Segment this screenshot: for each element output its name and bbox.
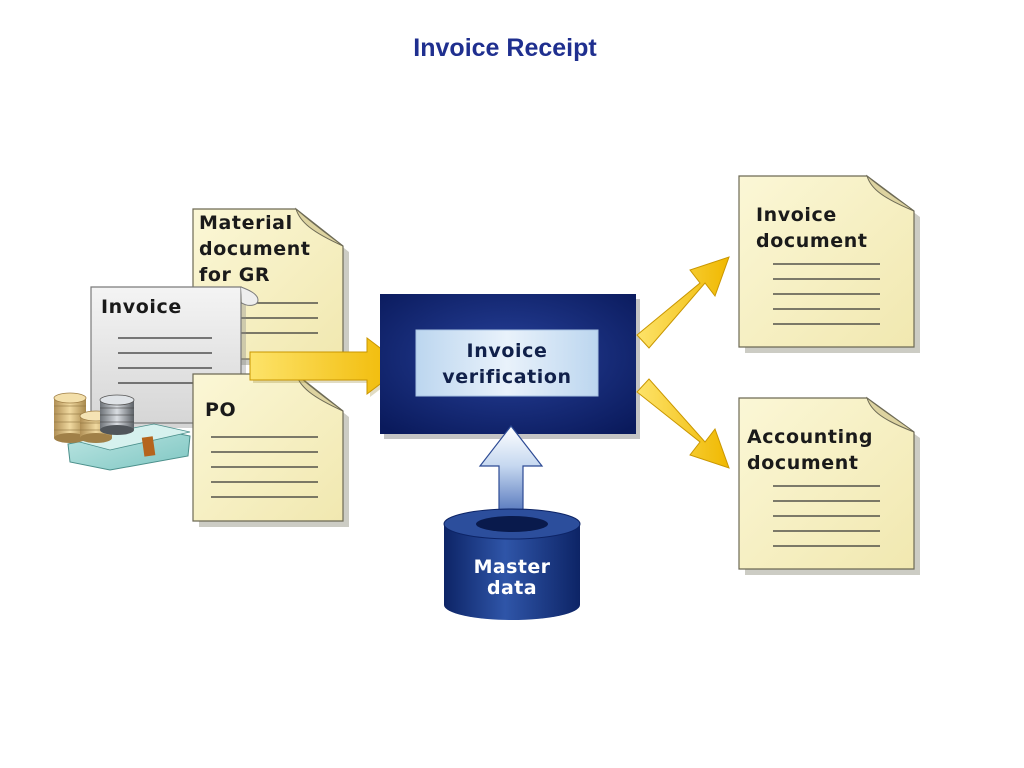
invoice-document-label: Invoice document	[756, 204, 868, 252]
invoice-verification-box	[380, 294, 640, 439]
output-arrow-lower-icon	[636, 378, 730, 469]
invoice-document-icon	[738, 174, 920, 353]
po-document-icon	[192, 372, 349, 527]
coin-stack-icon	[99, 394, 135, 435]
master-data-label: Master data	[473, 556, 551, 599]
output-arrow-upper-icon	[636, 256, 730, 349]
material-document-label: Material document for GR	[199, 212, 311, 286]
money-icon	[53, 392, 191, 471]
po-label: PO	[205, 399, 237, 421]
invoice-verification-label: Invoice verification	[442, 340, 572, 388]
page-title: Invoice Receipt	[413, 34, 597, 62]
input-arrow-icon	[249, 336, 407, 397]
accounting-document-icon	[738, 396, 920, 575]
master-data-database-icon	[443, 508, 581, 620]
invoice-label: Invoice	[101, 296, 182, 318]
accounting-document-label: Accounting document	[747, 426, 874, 474]
